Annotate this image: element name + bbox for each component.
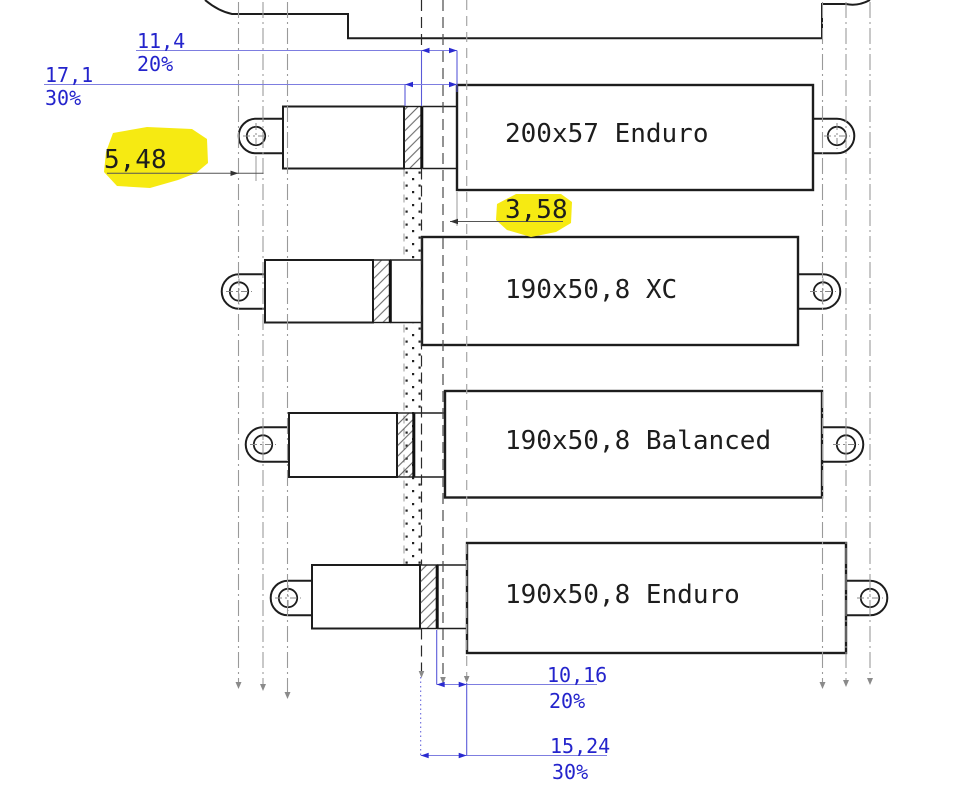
- air-can: [455, 83, 815, 192]
- shock-label: 190x50,8 Enduro: [505, 580, 740, 610]
- shaft: [288, 412, 398, 478]
- shaft: [264, 259, 374, 324]
- dim-pct: 20%: [137, 52, 173, 76]
- shock-row-200x57-enduro: 200x57 Enduro: [237, 83, 856, 192]
- arrow: [450, 218, 458, 225]
- dimension-eye-offset: 5,48: [104, 127, 264, 188]
- dim-value: 15,24: [550, 734, 610, 758]
- shock-top-partial-outline: [204, 0, 871, 40]
- arrow-left: [421, 47, 430, 54]
- highlight-marker: [104, 127, 208, 188]
- shock-top-partial-fill: [205, 0, 870, 39]
- dimension-top-sag30: 17,1 30%: [44, 63, 457, 110]
- air-can: [443, 389, 824, 499]
- shock-row-190x508-xc: 190x50,8 XC: [220, 235, 842, 347]
- arrow-right: [458, 752, 467, 759]
- air-can: [465, 541, 848, 655]
- neck-whiteout: [421, 106, 457, 169]
- shaft: [311, 564, 421, 630]
- hidden-position-lines: [418, 0, 470, 684]
- sag-band-hatch: [396, 412, 415, 478]
- shock-row-190x508-balanced: 190x50,8 Balanced: [244, 389, 865, 499]
- dim-value: 5,48: [104, 145, 167, 175]
- shock-label: 190x50,8 Balanced: [505, 426, 771, 456]
- shock-label: 190x50,8 XC: [505, 275, 677, 305]
- sag-band-hatch: [372, 259, 391, 324]
- neck-whiteout: [390, 260, 422, 323]
- neck-whiteout: [437, 565, 467, 629]
- sag-band-hatch: [403, 105, 423, 170]
- dim-pct: 30%: [45, 86, 81, 110]
- dim-value: 3,58: [505, 195, 568, 225]
- shock-row-190x508-enduro: 190x50,8 Enduro: [269, 541, 889, 655]
- centerline-end-arrows: [235, 678, 873, 699]
- strip-dots: [404, 168, 422, 565]
- dimension-bottom-sag30: 15,24 30%: [420, 677, 610, 784]
- arrow: [230, 170, 239, 176]
- dim-value: 17,1: [45, 63, 93, 87]
- arrow-left: [436, 681, 445, 688]
- arrow-right: [449, 47, 457, 54]
- dimension-top-sag20: 11,4 20%: [136, 29, 458, 106]
- dim-pct: 20%: [549, 689, 585, 713]
- dim-pct: 30%: [552, 760, 588, 784]
- dim-value: 11,4: [137, 29, 185, 53]
- sag-band-hatch: [419, 564, 438, 630]
- shock-label: 200x57 Enduro: [505, 119, 709, 149]
- arrow-right: [449, 81, 457, 88]
- highlight-marker: [496, 194, 572, 237]
- eye-centerlines: [237, 2, 871, 695]
- travel-band-strip: [403, 168, 422, 565]
- shock-top-partial: [204, 0, 871, 40]
- shaft: [282, 105, 405, 170]
- dimension-can-offset: 3,58: [450, 192, 572, 237]
- arrow-right: [458, 681, 467, 688]
- dimension-bottom-sag20: 10,16 20%: [436, 630, 607, 713]
- neck-whiteout: [413, 413, 445, 477]
- dim-value: 10,16: [547, 663, 607, 687]
- arrow-left: [420, 752, 429, 759]
- arrow-left: [405, 81, 413, 88]
